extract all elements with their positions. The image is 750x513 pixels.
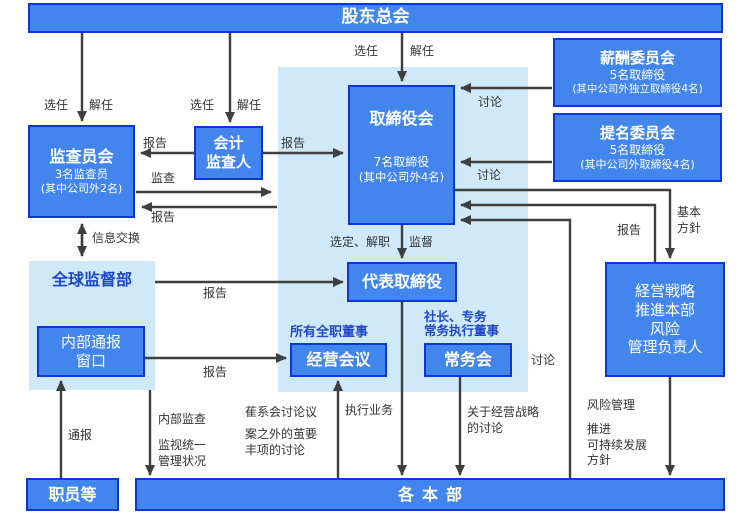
label-meeting-items-l1: 萑系会讨论议 [245, 405, 318, 419]
label-discuss-compensation: 讨论 [478, 95, 503, 109]
label-monitor: 监视统一 管理状况 [158, 438, 206, 469]
label-report-auditor-board: 报告 [281, 136, 306, 150]
label-report-strategy-board: 报告 [617, 223, 642, 237]
strategy-line1: 経営戦略 [634, 282, 695, 300]
strategy-line3: 风险 [649, 319, 680, 338]
label-notify: 通报 [68, 428, 93, 442]
audit-board-members: 3名监查员 [54, 167, 109, 182]
employees-label: 职员等 [48, 484, 97, 504]
node-shareholders-meeting-label: 股东总会 [341, 7, 410, 28]
label-select-dismiss: 选定、解职 [330, 235, 391, 249]
label-discuss-nomination: 讨论 [477, 168, 502, 182]
label-info-exchange: 信息交换 [92, 231, 141, 245]
standing-note-line1: 社长、专务 [424, 309, 487, 324]
strategy-line4: 管理负责人 [627, 338, 703, 357]
label-monitor-l1: 监视统一 [158, 438, 207, 452]
reportdesk-line2: 窗口 [75, 351, 106, 370]
nomination-outside: (其中公司外取締役4名) [580, 157, 695, 171]
audit-board-outside: (其中公司外2名) [40, 181, 123, 195]
label-sustainability-policy: 推进 可持续发展 方針 [587, 422, 647, 469]
board-title: 取締役会 [369, 109, 434, 128]
label-monitor-l2: 管理状况 [158, 453, 207, 468]
node-representative-director: 代表取締役 [347, 262, 457, 302]
node-standing-committee: 常务会 [424, 343, 512, 377]
note-management-meeting: 所有全职董事 [290, 325, 369, 340]
node-divisions: 各本部 [135, 478, 725, 511]
label-dismiss-2: 解任 [237, 98, 262, 112]
node-management-meeting: 经营会议 [290, 343, 387, 377]
label-strategy-discussion: 关于经营战略 的讨论 [467, 405, 539, 436]
compensation-members: 5名取締役 [609, 67, 666, 82]
node-internal-reporting-desk: 内部通报 窗口 [37, 326, 145, 377]
node-audit-supervisory-board: 监查员会 3名监查员 (其中公司外2名) [28, 125, 135, 218]
label-policy: 方針 [587, 453, 612, 468]
node-employees: 职员等 [26, 478, 119, 511]
label-audit: 监查 [151, 171, 176, 185]
label-basic-policy-l1: 基本 [677, 205, 702, 219]
board-members: 7名取締役 [373, 155, 430, 169]
board-outside: (其中公司外4名) [358, 170, 445, 184]
strategy-line2: 推進本部 [634, 300, 695, 319]
edge-strategyhead-report-board [460, 200, 657, 262]
label-promote: 推进 [587, 422, 612, 436]
node-board-of-directors: 取締役会 7名取締役 (其中公司外4名) [348, 85, 455, 225]
label-basic-policy: 基本 方針 [677, 205, 701, 236]
note-standing-committee: 社长、专务 常务执行董事 [424, 309, 500, 339]
nomination-members: 5名取締役 [609, 142, 666, 157]
label-report-reportdesk: 报告 [203, 365, 228, 379]
label-dismiss-3: 解任 [410, 44, 435, 58]
label-discuss-divisions: 讨论 [531, 353, 556, 367]
label-report-globalsup: 报告 [203, 286, 228, 300]
label-execute-business: 执行业务 [345, 403, 394, 417]
label-report-board-auditboard: 报告 [151, 210, 176, 224]
label-dismiss-1: 解任 [89, 98, 114, 112]
node-strategy-risk-head: 経営戦略 推進本部 风险 管理负责人 [605, 262, 725, 377]
standing-label: 常务会 [443, 350, 492, 369]
label-supervise: 监督 [409, 235, 434, 249]
nomination-title: 提名委员会 [599, 123, 675, 142]
compensation-title: 薪酬委员会 [599, 49, 675, 68]
label-appoint-3: 选任 [354, 44, 379, 58]
auditor-line1: 会计 [213, 134, 244, 153]
standing-note-line2: 常务执行董事 [424, 323, 500, 339]
edge-divisions-discuss-board [460, 215, 572, 479]
edge-board-policy-strategyhead [455, 188, 675, 259]
label-meeting-items-l2: 案之外的茧要 [245, 427, 318, 441]
audit-board-title: 监查员会 [49, 147, 114, 167]
compensation-outside: (其中公司外独立取締役4名) [572, 82, 703, 95]
label-risk-mgmt: 风险管理 [587, 398, 636, 412]
label-strategy-discussion-l1: 关于经营战略 [467, 405, 540, 419]
node-nomination-committee: 提名委员会 5名取締役 (其中公司外取締役4名) [553, 113, 722, 182]
label-meeting-items-l3: 丰项的讨论 [245, 443, 306, 457]
label-appoint-1: 选任 [44, 98, 69, 112]
node-compensation-committee: 薪酬委员会 5名取締役 (其中公司外独立取締役4名) [553, 38, 722, 107]
label-basic-policy-l2: 方針 [677, 220, 702, 235]
node-global-supervision-dept: 全球监督部 [51, 270, 132, 289]
label-appoint-2: 选任 [190, 98, 215, 112]
label-report-auditor-auditboard: 报告 [143, 136, 168, 150]
label-strategy-discussion-l2: 的讨论 [467, 420, 504, 435]
label-internal-audit: 内部监查 [158, 412, 207, 426]
node-shareholders-meeting: 股东总会 [28, 3, 723, 33]
reportdesk-line1: 内部通报 [60, 332, 121, 351]
node-accounting-auditor: 会计 监查人 [194, 126, 263, 180]
auditor-line2: 监查人 [205, 153, 251, 171]
mgmtmeeting-label: 经营会议 [306, 350, 371, 369]
repdirector-label: 代表取締役 [361, 272, 442, 291]
divisions-label: 各本部 [397, 484, 470, 504]
label-sustainability: 可持续发展 [587, 437, 648, 452]
